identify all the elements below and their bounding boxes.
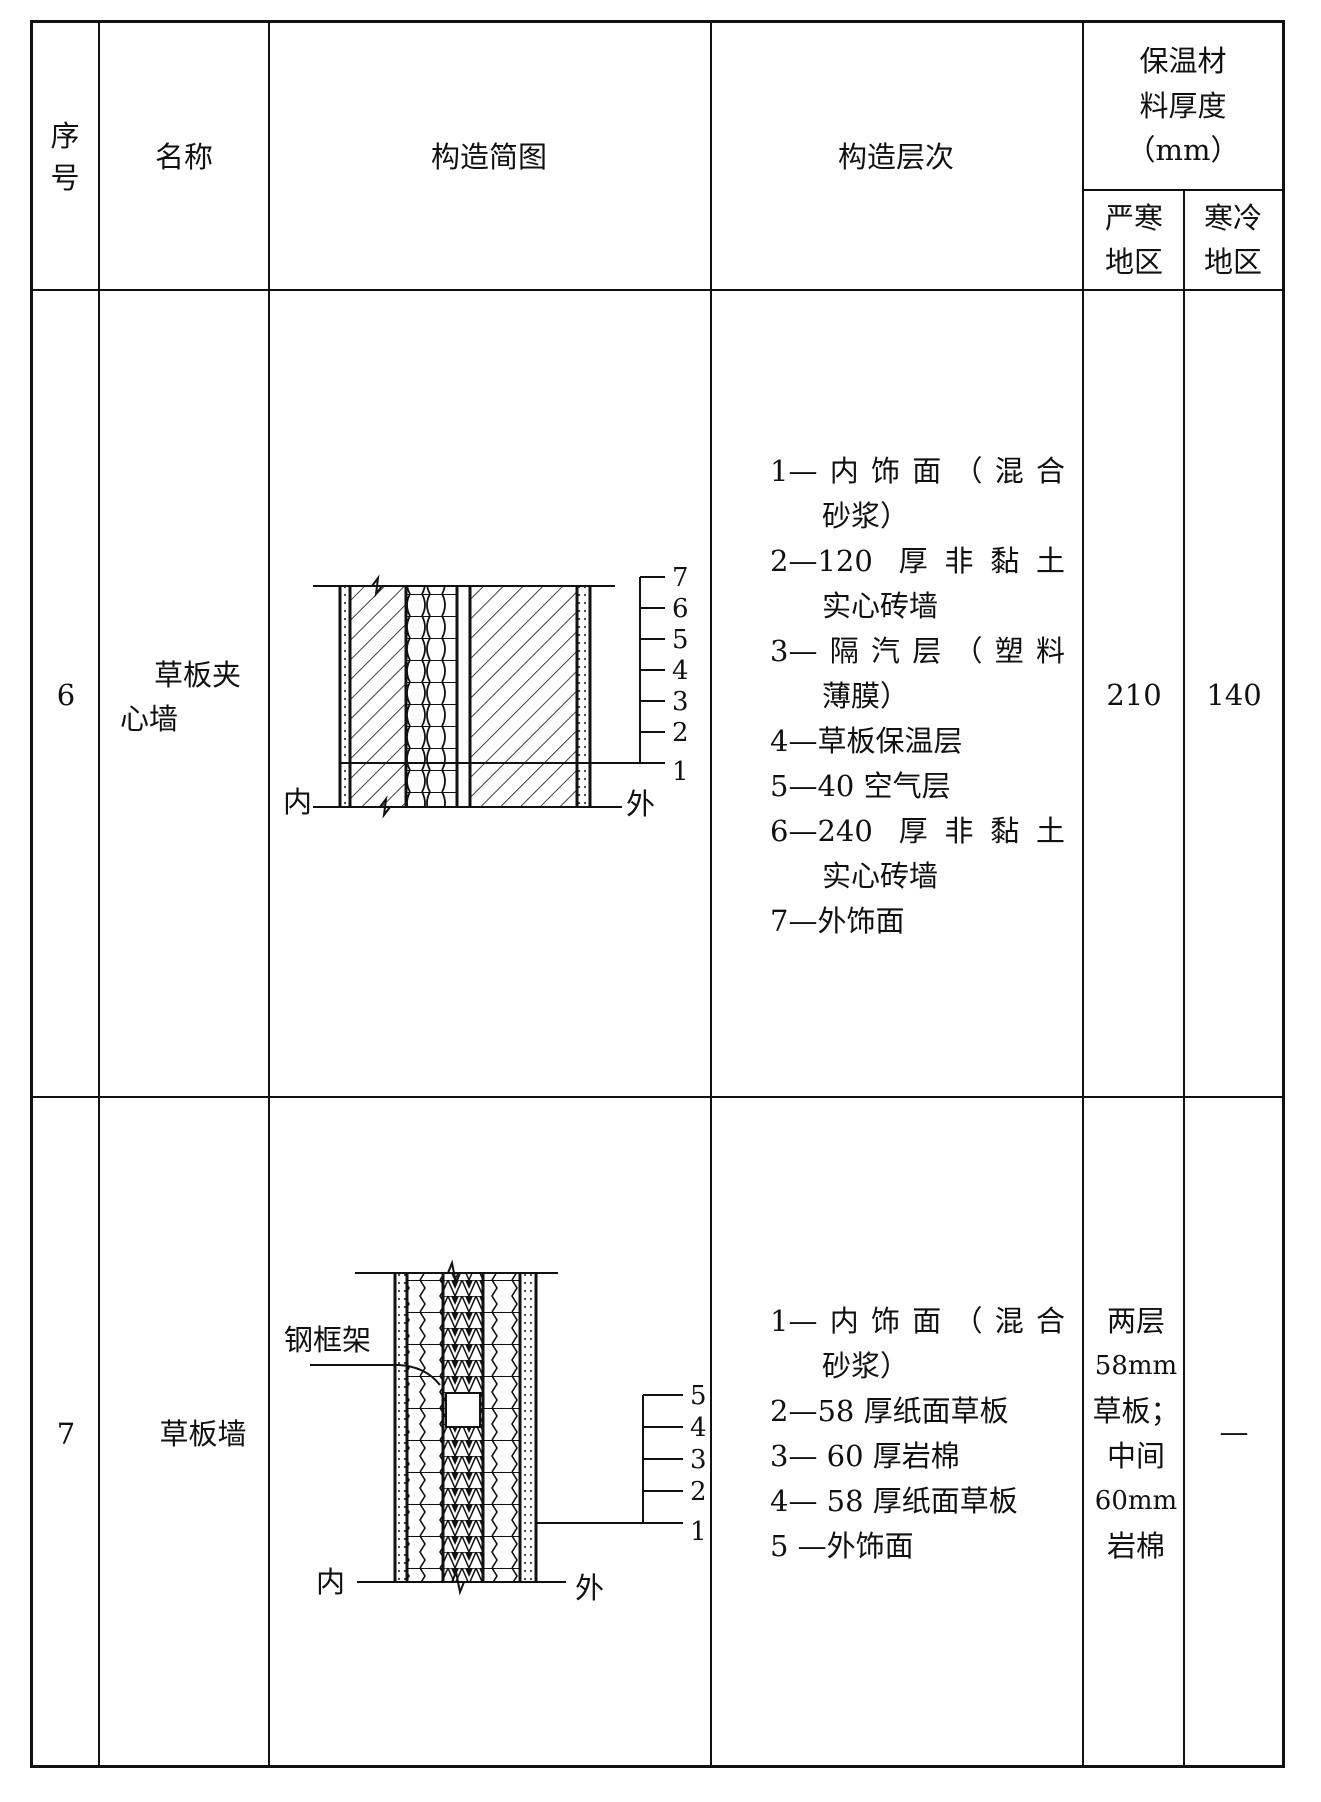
severe-cold-value: 草板； bbox=[1092, 1394, 1180, 1428]
header-severe-cold-2: 地区 bbox=[1104, 245, 1164, 279]
layer-straw-board-58 bbox=[483, 1273, 520, 1582]
layer-list: 1—内饰面（混合砂浆） 2—120 厚非黏土实心砖墙 3—隔汽层（塑料薄膜） 4—草板… bbox=[770, 449, 1065, 944]
layer-item-text: 砂浆） bbox=[822, 1349, 910, 1383]
layer-item-text: 3—隔汽层（塑料 bbox=[770, 634, 1065, 668]
layer-item-text: 6—240 厚非黏土 bbox=[770, 814, 1065, 848]
col-divider bbox=[1183, 190, 1185, 1768]
header-cold-2: 地区 bbox=[1203, 245, 1263, 279]
layer-boundaries bbox=[393, 1273, 538, 1582]
layer-label: 6 bbox=[672, 594, 689, 624]
steel-frame-label: 钢框架 bbox=[284, 1323, 371, 1357]
layer-straw-board-58 bbox=[407, 1273, 443, 1582]
inner-side-label: 内 bbox=[316, 1565, 345, 1599]
layer-label: 1 bbox=[672, 757, 689, 787]
layer-label: 4 bbox=[690, 1413, 707, 1443]
label-ticks bbox=[643, 1394, 683, 1492]
severe-cold-value: 两层 bbox=[1106, 1304, 1166, 1338]
table-border-top bbox=[30, 20, 1285, 23]
layer-label: 3 bbox=[690, 1445, 707, 1475]
table-border-bottom bbox=[30, 1765, 1285, 1768]
label-ticks bbox=[640, 576, 665, 733]
break-symbol bbox=[379, 795, 391, 819]
layer-label: 5 bbox=[690, 1381, 707, 1411]
layer-brick-120 bbox=[350, 586, 405, 807]
layer-outer-finish bbox=[520, 1273, 535, 1582]
header-index-2: 号 bbox=[50, 161, 80, 195]
layer-brick-240 bbox=[470, 586, 577, 807]
layer-outer-finish bbox=[577, 586, 588, 807]
severe-cold-value: 60mm bbox=[1094, 1486, 1178, 1516]
diagram-straw-sandwich-wall: 7 6 5 4 3 2 1 内 外 bbox=[283, 563, 689, 821]
subheader-divider bbox=[1082, 189, 1284, 191]
break-symbol bbox=[371, 574, 383, 598]
break-symbol bbox=[451, 1568, 465, 1596]
header-thickness-unit: （mm） bbox=[1126, 133, 1240, 167]
severe-cold-value: 岩棉 bbox=[1106, 1529, 1166, 1563]
table-border-right bbox=[1282, 20, 1285, 1768]
layer-label: 4 bbox=[672, 656, 689, 686]
layer-label: 2 bbox=[672, 718, 689, 748]
layer-item-text: 5—40 空气层 bbox=[770, 769, 951, 803]
layer-item-text: 2—120 厚非黏土 bbox=[770, 544, 1065, 578]
layer-inner-finish bbox=[340, 586, 350, 807]
col-divider bbox=[710, 20, 712, 1768]
severe-cold-value: 中间 bbox=[1106, 1439, 1166, 1473]
layer-item-text: 3— 60 厚岩棉 bbox=[770, 1439, 960, 1473]
header-index: 序 bbox=[50, 119, 80, 153]
layer-item-text: 1—内饰面（混合 bbox=[770, 1304, 1065, 1338]
layer-item-text: 7—外饰面 bbox=[770, 904, 905, 938]
header-thickness-1: 保温材 bbox=[1139, 44, 1227, 78]
row-name-line2: 心墙 bbox=[120, 702, 179, 736]
layer-item-text: 5 —外饰面 bbox=[770, 1529, 914, 1563]
inner-side-label: 内 bbox=[283, 785, 312, 819]
layer-item-text: 4— 58 厚纸面草板 bbox=[770, 1484, 1018, 1518]
header-divider bbox=[30, 289, 1285, 291]
col-divider bbox=[98, 20, 100, 1768]
layer-label: 1 bbox=[690, 1517, 707, 1547]
header-name: 名称 bbox=[154, 140, 214, 174]
layer-boundaries bbox=[338, 586, 592, 807]
diagram-straw-board-wall: 钢框架 5 4 3 2 1 内 外 bbox=[284, 1259, 707, 1605]
layer-item-text: 砂浆） bbox=[822, 499, 910, 533]
layer-inner-finish bbox=[395, 1273, 407, 1582]
steel-frame-section bbox=[445, 1392, 481, 1428]
layer-item-text: 薄膜） bbox=[822, 679, 910, 713]
cold-value: — bbox=[1219, 1415, 1249, 1449]
layer-label: 5 bbox=[672, 625, 689, 655]
header-cold-1: 寒冷 bbox=[1203, 201, 1263, 235]
col-divider bbox=[268, 20, 270, 1768]
outer-side-label: 外 bbox=[626, 787, 655, 821]
layer-label: 2 bbox=[690, 1477, 707, 1507]
header-severe-cold-1: 严寒 bbox=[1104, 201, 1164, 235]
layer-item-text: 实心砖墙 bbox=[822, 859, 939, 893]
table-border-left bbox=[30, 20, 33, 1768]
header-diagram: 构造简图 bbox=[430, 140, 548, 174]
outer-side-label: 外 bbox=[575, 1571, 604, 1605]
row-index: 6 bbox=[56, 678, 76, 712]
break-symbol bbox=[447, 1259, 461, 1287]
severe-cold-value: 210 bbox=[1106, 678, 1162, 712]
cold-value: 140 bbox=[1206, 678, 1262, 712]
layer-label: 7 bbox=[672, 563, 689, 593]
layer-straw-board bbox=[406, 586, 457, 807]
row-name: 草板墙 bbox=[159, 1417, 247, 1451]
layer-item-text: 实心砖墙 bbox=[822, 589, 939, 623]
layer-list: 1—内饰面（混合砂浆） 2—58 厚纸面草板 3— 60 厚岩棉 4— 58 厚纸面草… bbox=[770, 1299, 1065, 1569]
row-index: 7 bbox=[56, 1417, 76, 1451]
frame-leader bbox=[310, 1364, 441, 1386]
severe-cold-value: 58mm bbox=[1094, 1351, 1178, 1381]
layer-item-text: 2—58 厚纸面草板 bbox=[770, 1394, 1009, 1428]
col-divider bbox=[1082, 20, 1084, 1768]
header-layers: 构造层次 bbox=[837, 140, 955, 174]
layer-item-text: 1—内饰面（混合 bbox=[770, 454, 1065, 488]
row-name-line1: 草板夹 bbox=[154, 658, 242, 692]
layer-label: 3 bbox=[672, 687, 689, 717]
layer-item-text: 4—草板保温层 bbox=[770, 724, 963, 758]
row-divider bbox=[30, 1096, 1285, 1098]
header-thickness-2: 料厚度 bbox=[1139, 89, 1227, 123]
